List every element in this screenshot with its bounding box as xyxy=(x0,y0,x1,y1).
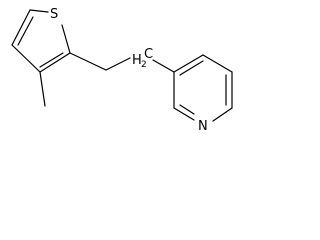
bond-c5-s xyxy=(29,9,49,13)
bond-ch2-h2c xyxy=(105,57,131,71)
ch2-subscript-label: 2 xyxy=(141,60,147,70)
ch2-c-label: C xyxy=(144,47,153,62)
bond-py-c4-c3-inner xyxy=(179,60,204,76)
bond-py-n-c6 xyxy=(212,107,233,122)
bond-py-c5-c4 xyxy=(202,54,233,73)
bond-c2-ch2 xyxy=(69,52,107,71)
bond-h2c-pyridine xyxy=(152,59,175,73)
ch2-h-label: H xyxy=(132,53,142,68)
bond-py-c2-n-inner xyxy=(179,104,195,115)
structure-canvas: S H 2 C N xyxy=(0,0,244,140)
molecule-drawing: S H 2 C N xyxy=(11,7,233,134)
bond-c4-c5-inner xyxy=(17,16,34,46)
nitrogen-label: N xyxy=(198,119,208,134)
bond-s-c2 xyxy=(61,24,71,54)
bond-c4-c5 xyxy=(11,9,31,46)
bond-c3-c4 xyxy=(11,44,41,73)
bond-c2-c3 xyxy=(39,52,71,73)
bond-py-c2-n xyxy=(173,107,195,121)
bond-py-c4-c3 xyxy=(173,54,204,73)
pyridine-ring xyxy=(173,54,233,122)
bond-methyl xyxy=(39,71,46,107)
sulfur-label: S xyxy=(50,7,58,22)
bond-c2-c3-inner xyxy=(39,52,64,68)
thiophene-ring xyxy=(11,9,71,73)
